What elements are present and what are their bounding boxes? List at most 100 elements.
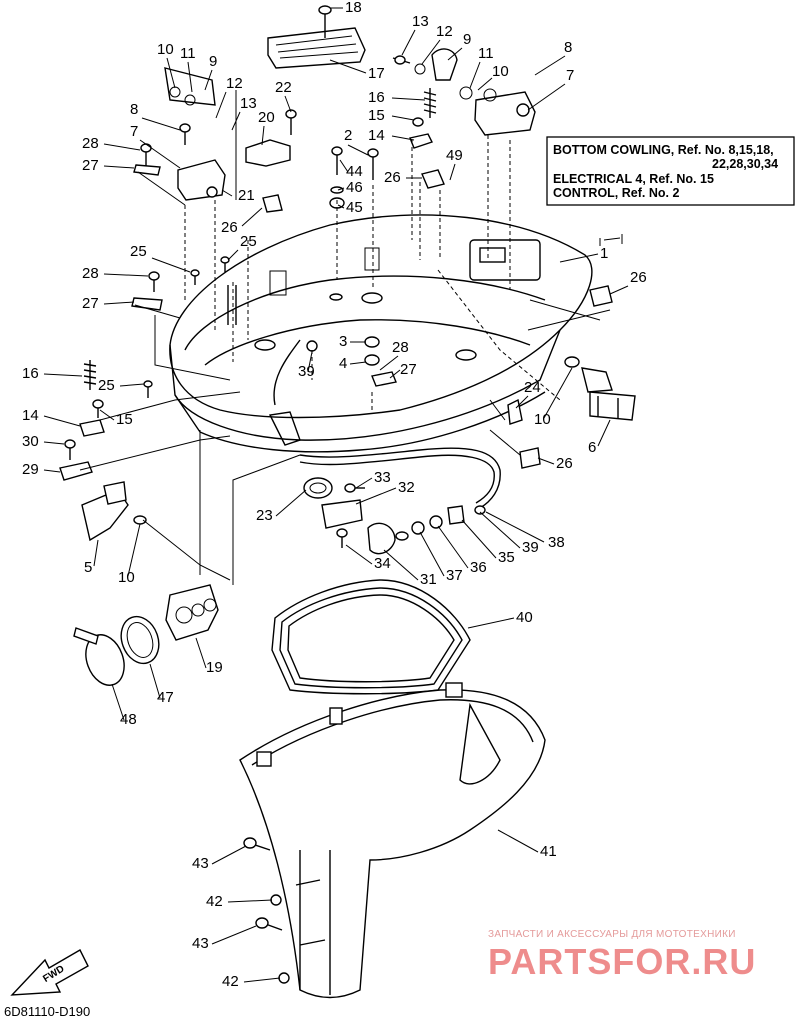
- part-callout-43: 43: [192, 855, 209, 872]
- callout-leader: [447, 47, 463, 61]
- callout-leader: [337, 204, 345, 209]
- part-callout-40: 40: [516, 609, 533, 626]
- callout-leader: [231, 111, 241, 131]
- callout-leader: [559, 253, 599, 263]
- callout-leader: [383, 549, 419, 581]
- part-callout-28: 28: [82, 135, 99, 152]
- callout-leader: [391, 97, 426, 101]
- part-callout-33: 33: [374, 469, 391, 486]
- callout-leader: [141, 117, 181, 131]
- callout-leader: [401, 29, 416, 56]
- part-callout-12: 12: [226, 75, 243, 92]
- callout-leader: [43, 469, 61, 473]
- part-callout-5: 5: [84, 559, 92, 576]
- callout-leader: [139, 139, 181, 169]
- ref-line-4: CONTROL, Ref. No. 2: [553, 186, 679, 200]
- apron-part: [239, 682, 546, 999]
- part-callout-8: 8: [130, 101, 138, 118]
- part-callout-3: 3: [339, 333, 347, 350]
- bracket-left-part: [164, 67, 226, 201]
- part-callout-10: 10: [492, 63, 509, 80]
- ref-line-3: ELECTRICAL 4, Ref. No. 15: [553, 172, 714, 186]
- part-callout-7: 7: [566, 67, 574, 84]
- part-callout-39: 39: [522, 539, 539, 556]
- bottom-cowling-part: [169, 214, 593, 453]
- assembly-guide-lines: [79, 90, 623, 585]
- part-callout-23: 23: [256, 507, 273, 524]
- callout-leader: [379, 355, 399, 371]
- part-callout-11: 11: [180, 45, 196, 62]
- part-callout-44: 44: [346, 163, 363, 180]
- part-callout-48: 48: [120, 711, 137, 728]
- bracket-right-part: [431, 48, 536, 136]
- callout-leader: [211, 925, 257, 945]
- part-callout-39: 39: [298, 363, 315, 380]
- part-callout-27: 27: [400, 361, 417, 378]
- part-callout-9: 9: [463, 31, 471, 48]
- callout-leader: [389, 369, 401, 379]
- diagram-code: 6D81110-D190: [4, 1004, 90, 1019]
- part-callout-22: 22: [275, 79, 292, 96]
- forward-arrow: FWD: [10, 949, 89, 996]
- part-callout-34: 34: [374, 555, 391, 572]
- callout-leader: [103, 301, 135, 305]
- adapter-part: [165, 584, 219, 641]
- part-callout-31: 31: [420, 571, 437, 588]
- hose-assembly-part: [299, 447, 501, 555]
- callout-leader: [103, 165, 135, 169]
- callout-leader: [391, 115, 415, 121]
- part-callout-8: 8: [564, 39, 572, 56]
- callout-leader: [355, 477, 373, 489]
- callout-leader: [485, 511, 545, 543]
- callout-leader: [187, 61, 193, 93]
- part-callout-28: 28: [392, 339, 409, 356]
- callout-leader: [437, 525, 469, 569]
- part-callout-4: 4: [339, 355, 347, 372]
- part-callout-45: 45: [346, 199, 363, 216]
- part-callout-13: 13: [412, 13, 429, 30]
- callout-leader: [211, 845, 247, 865]
- lever-part: [81, 481, 147, 542]
- watermark-tagline: ЗАПЧАСТИ И АКСЕССУАРЫ ДЛЯ МОТОТЕХНИКИ: [488, 929, 736, 940]
- part-callout-25: 25: [240, 233, 257, 250]
- callout-leader: [243, 977, 281, 983]
- part-callout-27: 27: [82, 295, 99, 312]
- fastener-43-42: [243, 837, 290, 984]
- callout-leader: [421, 39, 441, 65]
- part-callout-35: 35: [498, 549, 515, 566]
- callout-leader: [275, 489, 307, 517]
- callout-leader: [127, 523, 141, 577]
- callout-leader: [149, 663, 161, 699]
- part-callout-42: 42: [206, 893, 223, 910]
- callout-leader: [119, 383, 145, 387]
- part-callout-37: 37: [446, 567, 463, 584]
- callout-leader: [195, 637, 207, 669]
- callout-leader: [241, 207, 263, 227]
- callout-leader: [419, 531, 445, 577]
- part-callout-46: 46: [346, 179, 363, 196]
- callout-leader: [534, 55, 566, 76]
- callout-leader: [477, 77, 493, 91]
- part-callout-43: 43: [192, 935, 209, 952]
- part-callout-7: 7: [130, 123, 138, 140]
- part-callout-20: 20: [258, 109, 275, 126]
- part-callout-27: 27: [82, 157, 99, 174]
- part-callout-41: 41: [540, 843, 557, 860]
- part-callout-16: 16: [368, 89, 385, 106]
- part-callout-30: 30: [22, 433, 39, 450]
- callout-leader: [111, 683, 125, 721]
- callout-leader: [103, 273, 149, 277]
- callout-leader: [261, 125, 265, 146]
- callout-leader: [479, 511, 521, 549]
- part-callout-19: 19: [206, 659, 223, 676]
- part-callout-24: 24: [524, 379, 541, 396]
- callout-leader: [227, 249, 239, 261]
- callout-leader: [515, 395, 529, 409]
- part-callout-16: 16: [22, 365, 39, 382]
- callout-leader: [43, 415, 81, 427]
- callout-leader: [337, 187, 345, 191]
- part-callout-6: 6: [588, 439, 596, 456]
- part-callout-2: 2: [344, 127, 352, 144]
- callout-leader: [609, 285, 629, 295]
